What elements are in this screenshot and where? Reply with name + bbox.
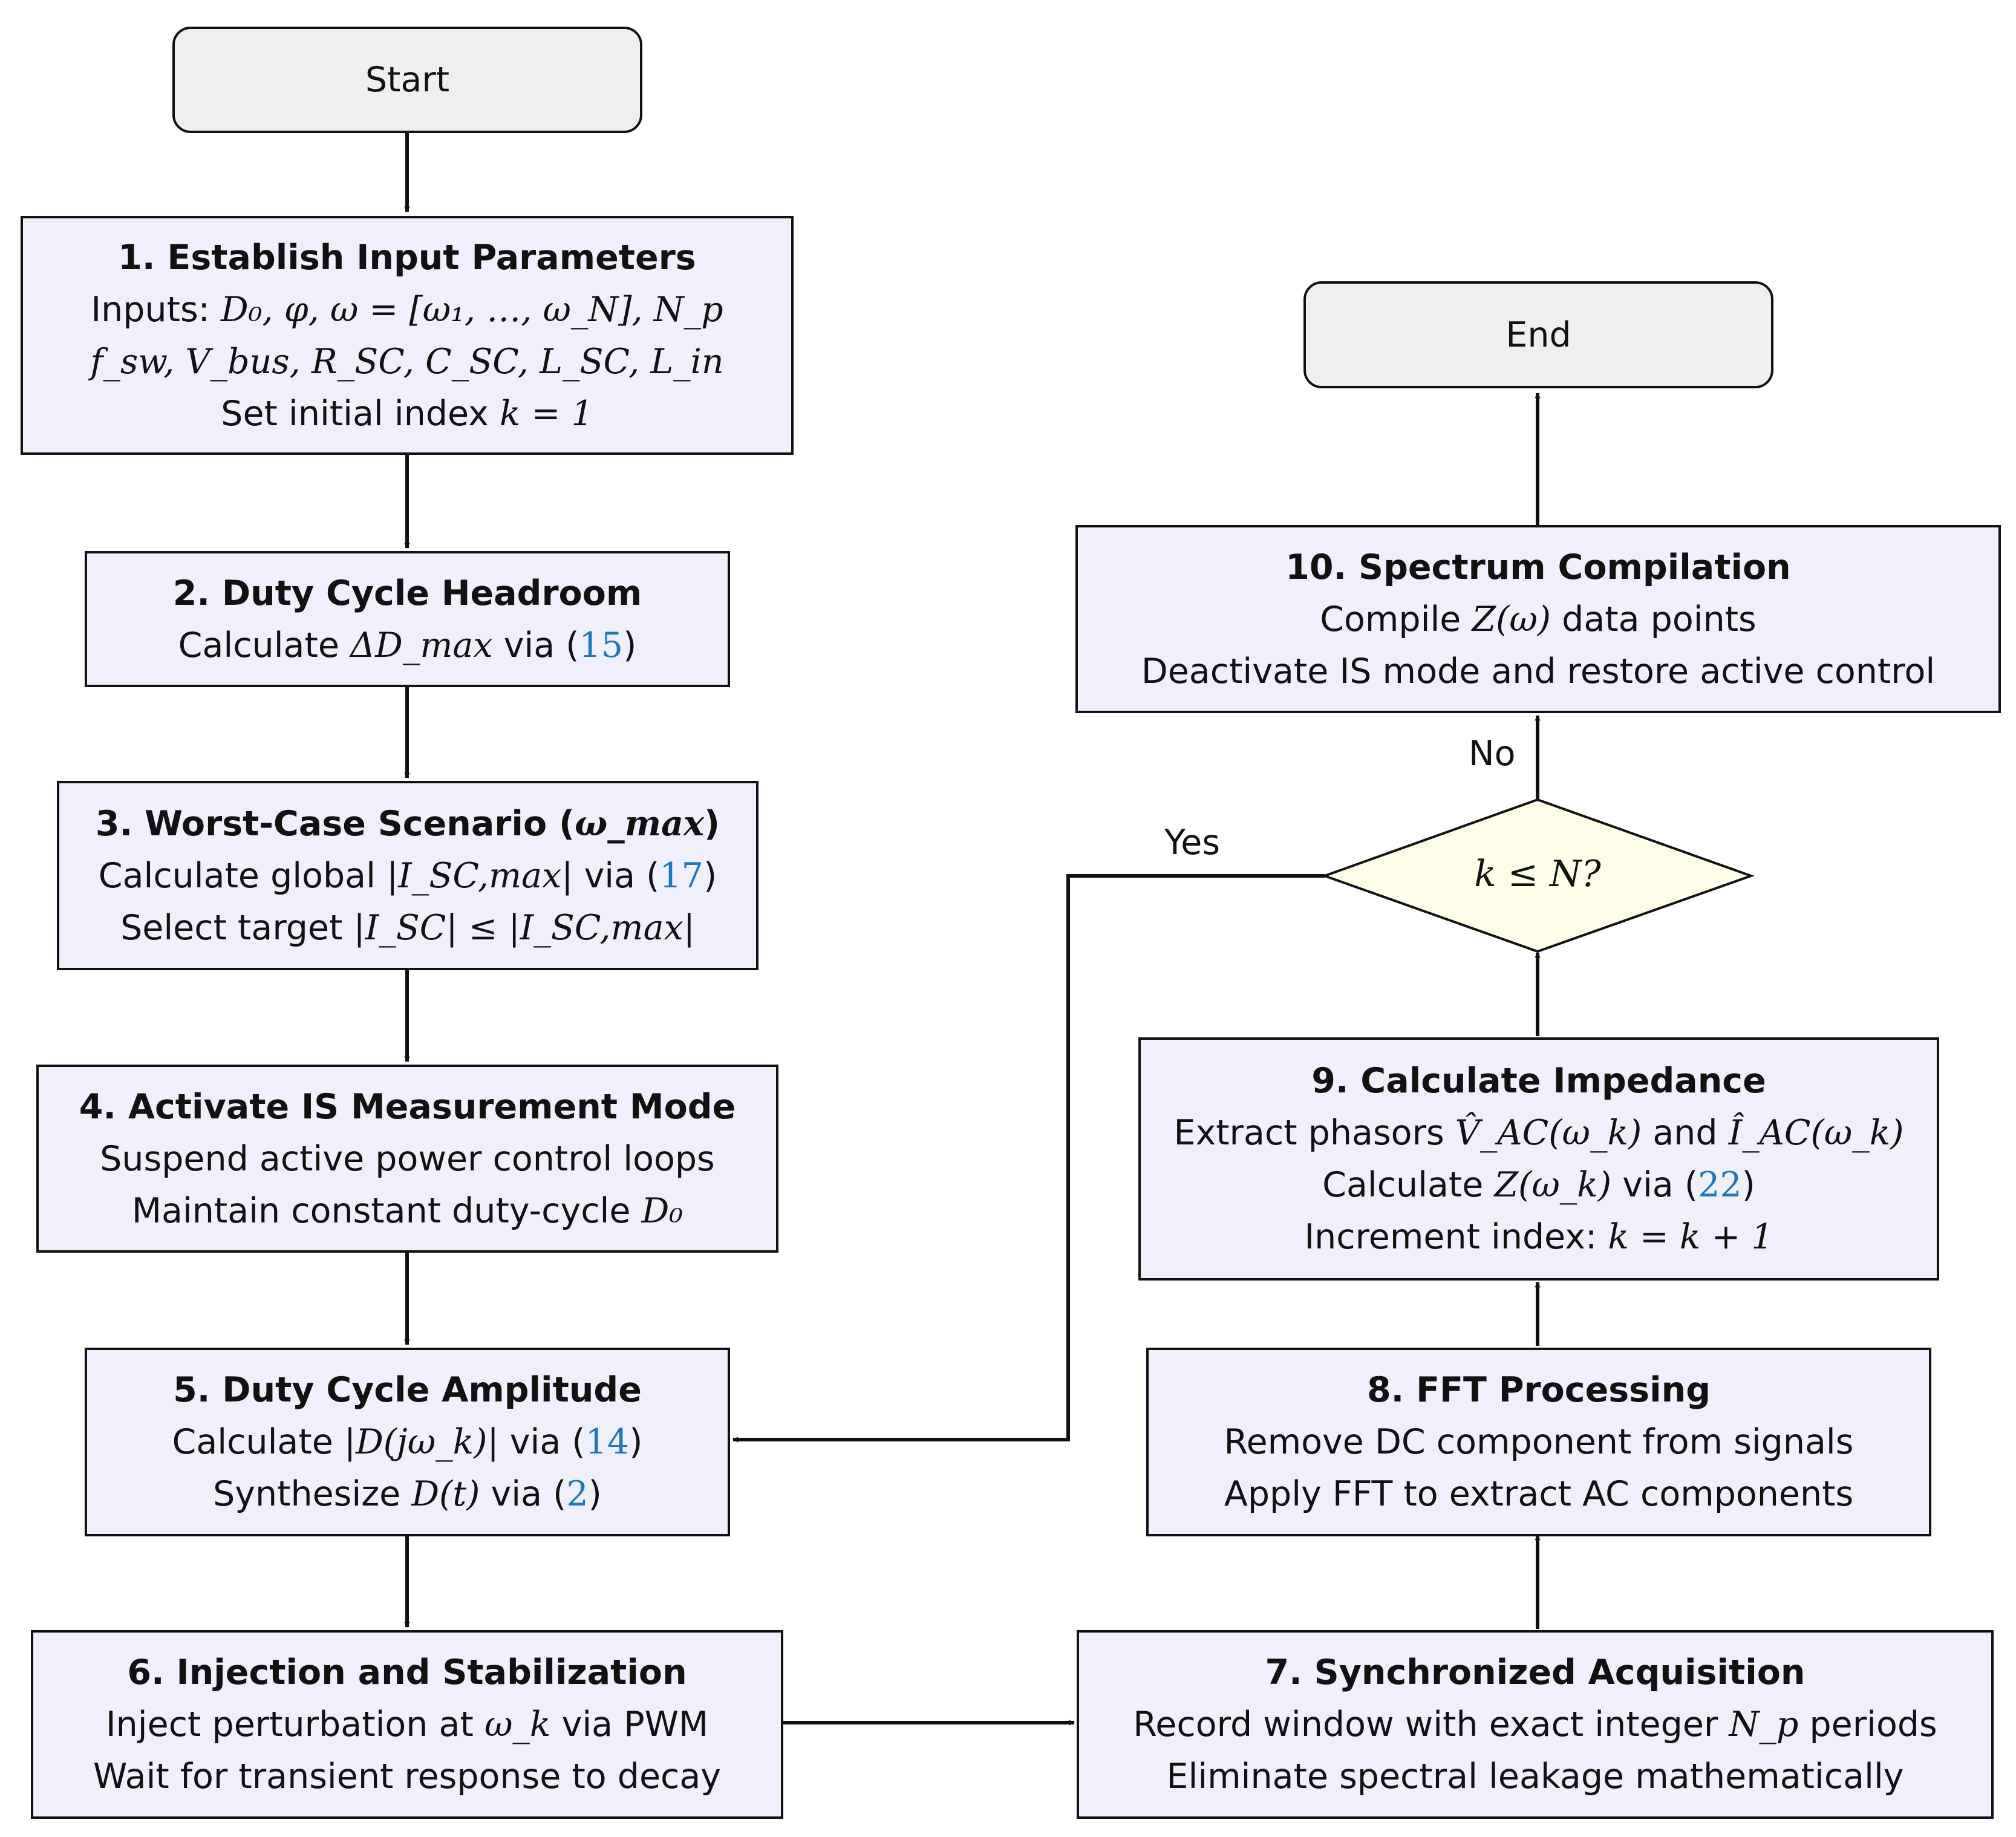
step-2-duty-cycle-headroom: 2. Duty Cycle Headroom Calculate ΔD_max … — [85, 551, 730, 687]
step-7-line2: Eliminate spectral leakage mathematicall… — [1166, 1757, 1904, 1796]
step-9-line1: Extract phasors V̂_AC(ω_k) and Î_AC(ω_k) — [1173, 1113, 1904, 1153]
step-3-calc: Calculate global |I_SC,max| via (17) — [98, 855, 717, 896]
equation-ref-2[interactable]: 2 — [566, 1474, 589, 1514]
step-2-calc: Calculate ΔD_max via (15) — [178, 625, 637, 665]
step-6-line2: Wait for transient response to decay — [93, 1757, 722, 1796]
step-7-synchronized-acquisition: 7. Synchronized Acquisition Record windo… — [1077, 1630, 1994, 1819]
step-7-line1: Record window with exact integer N_p per… — [1133, 1705, 1937, 1744]
step-9-calculate-impedance: 9. Calculate Impedance Extract phasors V… — [1138, 1037, 1939, 1281]
step-3-select: Select target |I_SC| ≤ |I_SC,max| — [120, 907, 695, 948]
step-1-parameters: f_sw, V_bus, R_SC, C_SC, L_SC, L_in — [90, 341, 724, 382]
step-9-line3: Increment index: k = k + 1 — [1304, 1217, 1773, 1257]
step-4-activate-is-measurement-mode: 4. Activate IS Measurement Mode Suspend … — [36, 1065, 778, 1253]
step-10-title: 10. Spectrum Compilation — [1285, 547, 1791, 587]
step-6-title: 6. Injection and Stabilization — [127, 1653, 687, 1692]
arrow-yes-loop — [732, 874, 1325, 1443]
equation-ref-14[interactable]: 14 — [585, 1422, 630, 1462]
step-9-line2: Calculate Z(ω_k) via (22) — [1322, 1165, 1755, 1205]
step-4-title: 4. Activate IS Measurement Mode — [79, 1086, 736, 1127]
step-5-duty-cycle-amplitude: 5. Duty Cycle Amplitude Calculate |D(jω_… — [85, 1348, 730, 1536]
step-9-title: 9. Calculate Impedance — [1311, 1061, 1766, 1101]
step-7-title: 7. Synchronized Acquisition — [1265, 1653, 1806, 1692]
step-8-line2: Apply FFT to extract AC components — [1224, 1474, 1854, 1514]
equation-ref-22[interactable]: 22 — [1698, 1165, 1742, 1205]
equation-ref-17[interactable]: 17 — [659, 855, 703, 896]
step-10-spectrum-compilation: 10. Spectrum Compilation Compile Z(ω) da… — [1075, 525, 2001, 713]
step-6-line1: Inject perturbation at ω_k via PWM — [105, 1705, 709, 1744]
step-8-fft-processing: 8. FFT Processing Remove DC component fr… — [1146, 1348, 1931, 1536]
equation-ref-15[interactable]: 15 — [579, 625, 624, 665]
step-3-worst-case-scenario: 3. Worst-Case Scenario (ω_max) Calculate… — [57, 781, 758, 970]
start-node: Start — [172, 27, 642, 133]
start-label: Start — [365, 60, 450, 100]
step-1-establish-input-parameters: 1. Establish Input Parameters Inputs: D₀… — [21, 216, 794, 455]
step-3-title: 3. Worst-Case Scenario (ω_max) — [95, 803, 720, 844]
step-4-line1: Suspend active power control loops — [100, 1138, 715, 1179]
end-label: End — [1505, 315, 1571, 355]
step-5-synthesize: Synthesize D(t) via (2) — [213, 1474, 602, 1514]
decision-diamond — [1321, 798, 1755, 953]
decision-label: k ≤ N? — [1474, 853, 1601, 895]
step-4-line2: Maintain constant duty-cycle D₀ — [131, 1190, 683, 1231]
step-1-index: Set initial index k = 1 — [221, 393, 593, 434]
step-5-title: 5. Duty Cycle Amplitude — [173, 1370, 642, 1410]
end-node: End — [1303, 281, 1773, 388]
step-10-line2: Deactivate IS mode and restore active co… — [1141, 651, 1936, 691]
step-8-line1: Remove DC component from signals — [1224, 1422, 1854, 1462]
step-5-calc: Calculate |D(jω_k)| via (14) — [172, 1422, 643, 1462]
no-label: No — [1469, 734, 1516, 774]
step-8-title: 8. FFT Processing — [1366, 1370, 1711, 1410]
step-1-inputs: Inputs: D₀, φ, ω = [ω₁, …, ω_N], N_p — [91, 289, 723, 330]
step-1-title: 1. Establish Input Parameters — [118, 237, 696, 278]
step-10-line1: Compile Z(ω) data points — [1320, 599, 1757, 639]
step-6-injection-and-stabilization: 6. Injection and Stabilization Inject pe… — [31, 1630, 783, 1819]
yes-label: Yes — [1164, 823, 1221, 863]
step-2-title: 2. Duty Cycle Headroom — [172, 573, 642, 613]
